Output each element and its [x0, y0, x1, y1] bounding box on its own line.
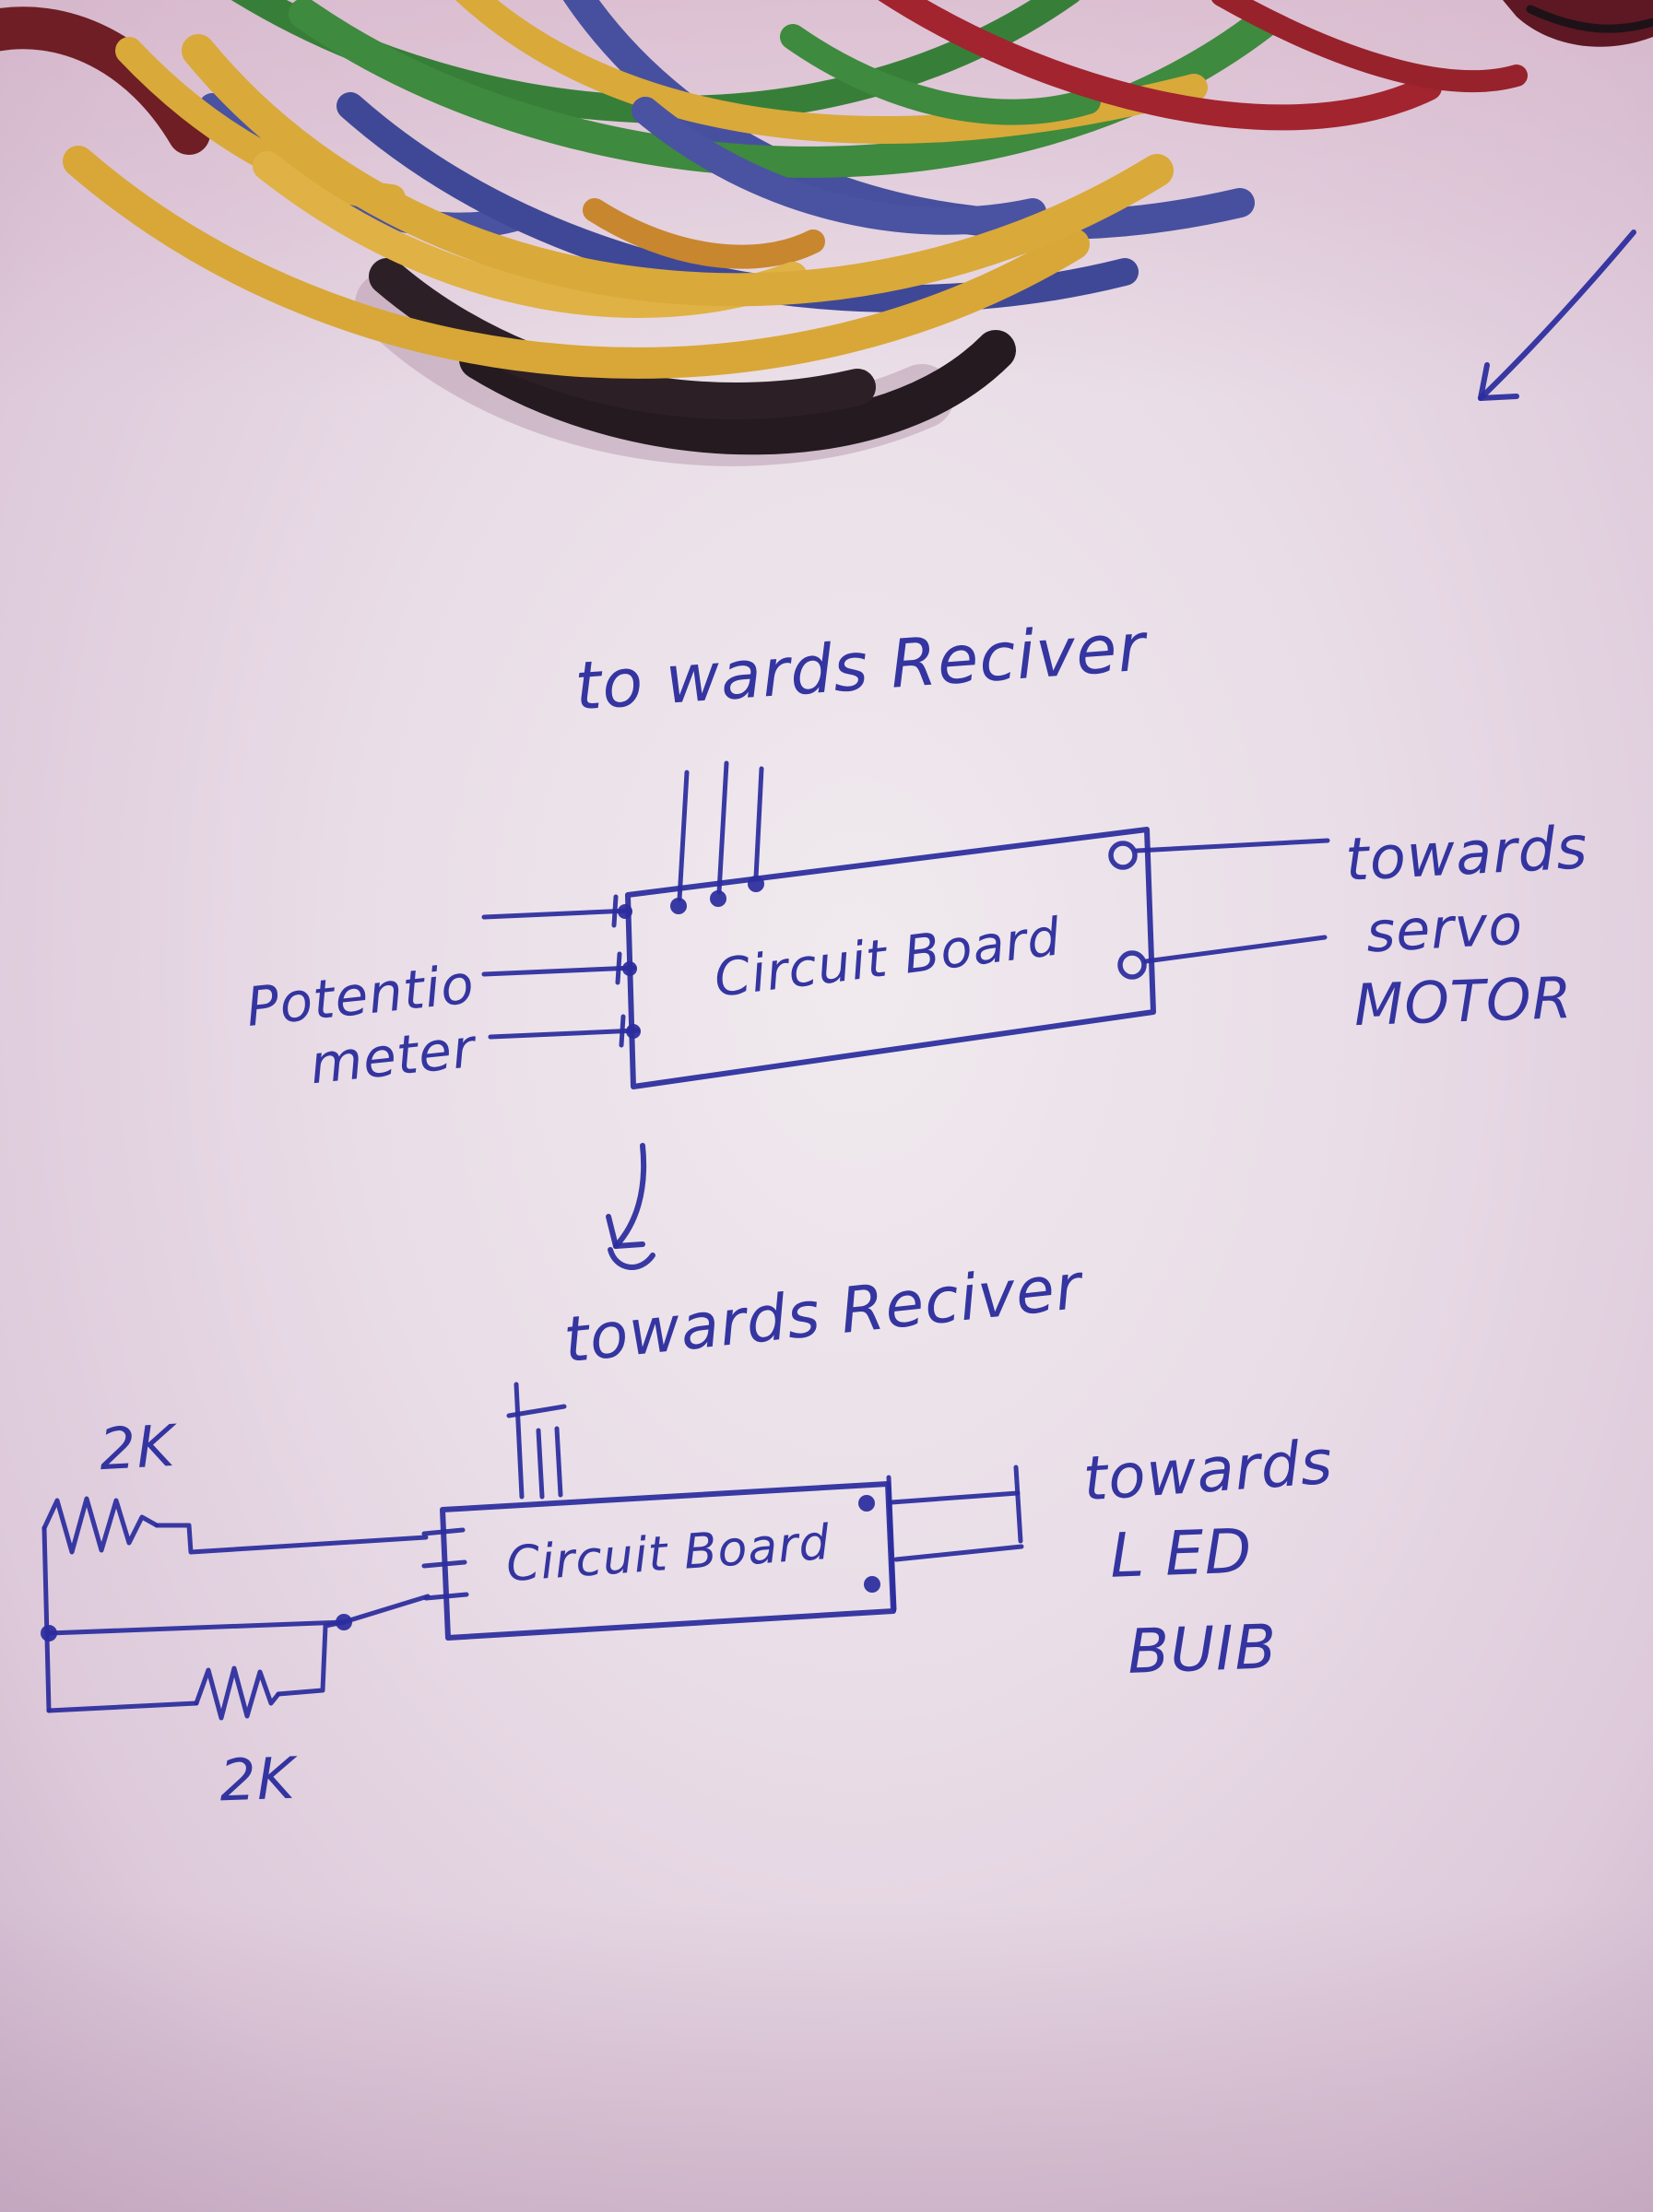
junction-dot	[41, 1625, 57, 1641]
pin-tick	[611, 894, 619, 928]
led-label-line1: towards	[1081, 1427, 1336, 1515]
wire-bottom	[46, 1700, 199, 1713]
led-wire	[893, 1544, 1024, 1562]
red-wire	[878, 0, 1442, 131]
servo-wire	[1143, 935, 1328, 964]
wire-junction-to-board	[341, 1594, 431, 1625]
wire-dot	[864, 1576, 880, 1593]
servo-wire	[1134, 838, 1330, 853]
receiver-wire	[514, 1382, 525, 1500]
receiver-wire	[554, 1426, 563, 1498]
green-wire	[780, 24, 1101, 125]
receiver-wire	[753, 766, 764, 880]
arrow-shaft	[1478, 229, 1636, 401]
orange-wire	[583, 198, 825, 269]
resistor-zigzag-top	[41, 1496, 159, 1555]
led-wire	[889, 1490, 1021, 1505]
pot-wire	[481, 908, 632, 920]
junction-dot	[336, 1614, 352, 1630]
wire-bundle	[0, 0, 1653, 466]
connector-bar	[1013, 1465, 1023, 1544]
pot-wire	[488, 1028, 641, 1040]
receiver-wire	[716, 760, 729, 895]
resistor-bottom-label: 2K	[218, 1744, 300, 1814]
receiver-label-2: towards Reciver	[561, 1251, 1088, 1378]
arrow-annotation	[1478, 229, 1636, 401]
circuit-board-label-2: Circuit Board	[504, 1515, 832, 1593]
connector-bar	[886, 1475, 897, 1612]
receiver-label-1: to wards Reciver	[573, 607, 1151, 724]
wire-dot	[622, 961, 637, 976]
wire-left-vertical	[41, 1525, 52, 1713]
servo-label-line2: servo	[1364, 893, 1524, 966]
black-wire	[369, 258, 876, 419]
down-arrow-shaft	[613, 1143, 647, 1249]
receiver-wire	[536, 1428, 545, 1500]
led-label-line3: BUIB	[1127, 1611, 1279, 1688]
wire-r2-up	[276, 1619, 347, 1697]
potentiometer-wires	[481, 894, 641, 1048]
blue-wire	[562, 0, 1255, 241]
arrow-head	[1478, 362, 1519, 401]
wire-dot	[626, 1024, 641, 1039]
wire-dot	[858, 1495, 875, 1512]
dark-red-object-edge	[1526, 5, 1653, 33]
led-label-line2: L ED	[1109, 1515, 1254, 1591]
wire-dot	[710, 890, 726, 907]
terminal-ring	[1117, 950, 1147, 980]
pin-tick	[423, 1592, 469, 1601]
red-wire	[1211, 0, 1528, 92]
pot-wire	[481, 965, 637, 977]
receiver-wire	[677, 770, 690, 902]
resistor-top-label: 2K	[98, 1412, 180, 1483]
led-circuit-diagram: towards Reciver Circuit Board 2K	[41, 1251, 1336, 1814]
yellow-wire	[182, 34, 1174, 307]
pin-tick	[615, 951, 622, 985]
down-arrow-head	[606, 1214, 645, 1249]
receiver-wires-2	[506, 1382, 567, 1500]
wire-middle	[46, 1619, 347, 1636]
pin-tick	[421, 1527, 466, 1536]
board-left-pins	[421, 1527, 469, 1601]
circuit-board-box-1	[625, 827, 1156, 1089]
led-wires	[858, 1465, 1024, 1612]
down-arrow-hook	[608, 1247, 655, 1270]
wire-dot	[670, 898, 687, 914]
blue-wire	[632, 97, 1046, 235]
servo-label-line3: MOTOR	[1353, 964, 1574, 1039]
resistor-zigzag-bottom	[194, 1665, 281, 1721]
crossbar-tick	[506, 1404, 567, 1418]
servo-wires	[1108, 838, 1330, 980]
receiver-wires-1	[670, 760, 764, 914]
servo-label-line1: towards	[1344, 814, 1590, 895]
down-arrow	[606, 1143, 655, 1270]
wire-r1-to-board	[154, 1523, 429, 1555]
resistor-network	[41, 1496, 431, 1721]
circuit-board-label-1: Circuit Board	[711, 907, 1064, 1009]
servo-circuit-diagram: to wards Reciver Circuit Board Potentio …	[243, 607, 1590, 1270]
wire-dot	[618, 904, 632, 919]
pin-tick	[619, 1014, 626, 1048]
black-wire	[459, 330, 1016, 455]
yellow-wire	[63, 146, 1090, 379]
pin-tick	[421, 1559, 467, 1569]
terminal-ring	[1108, 841, 1138, 870]
